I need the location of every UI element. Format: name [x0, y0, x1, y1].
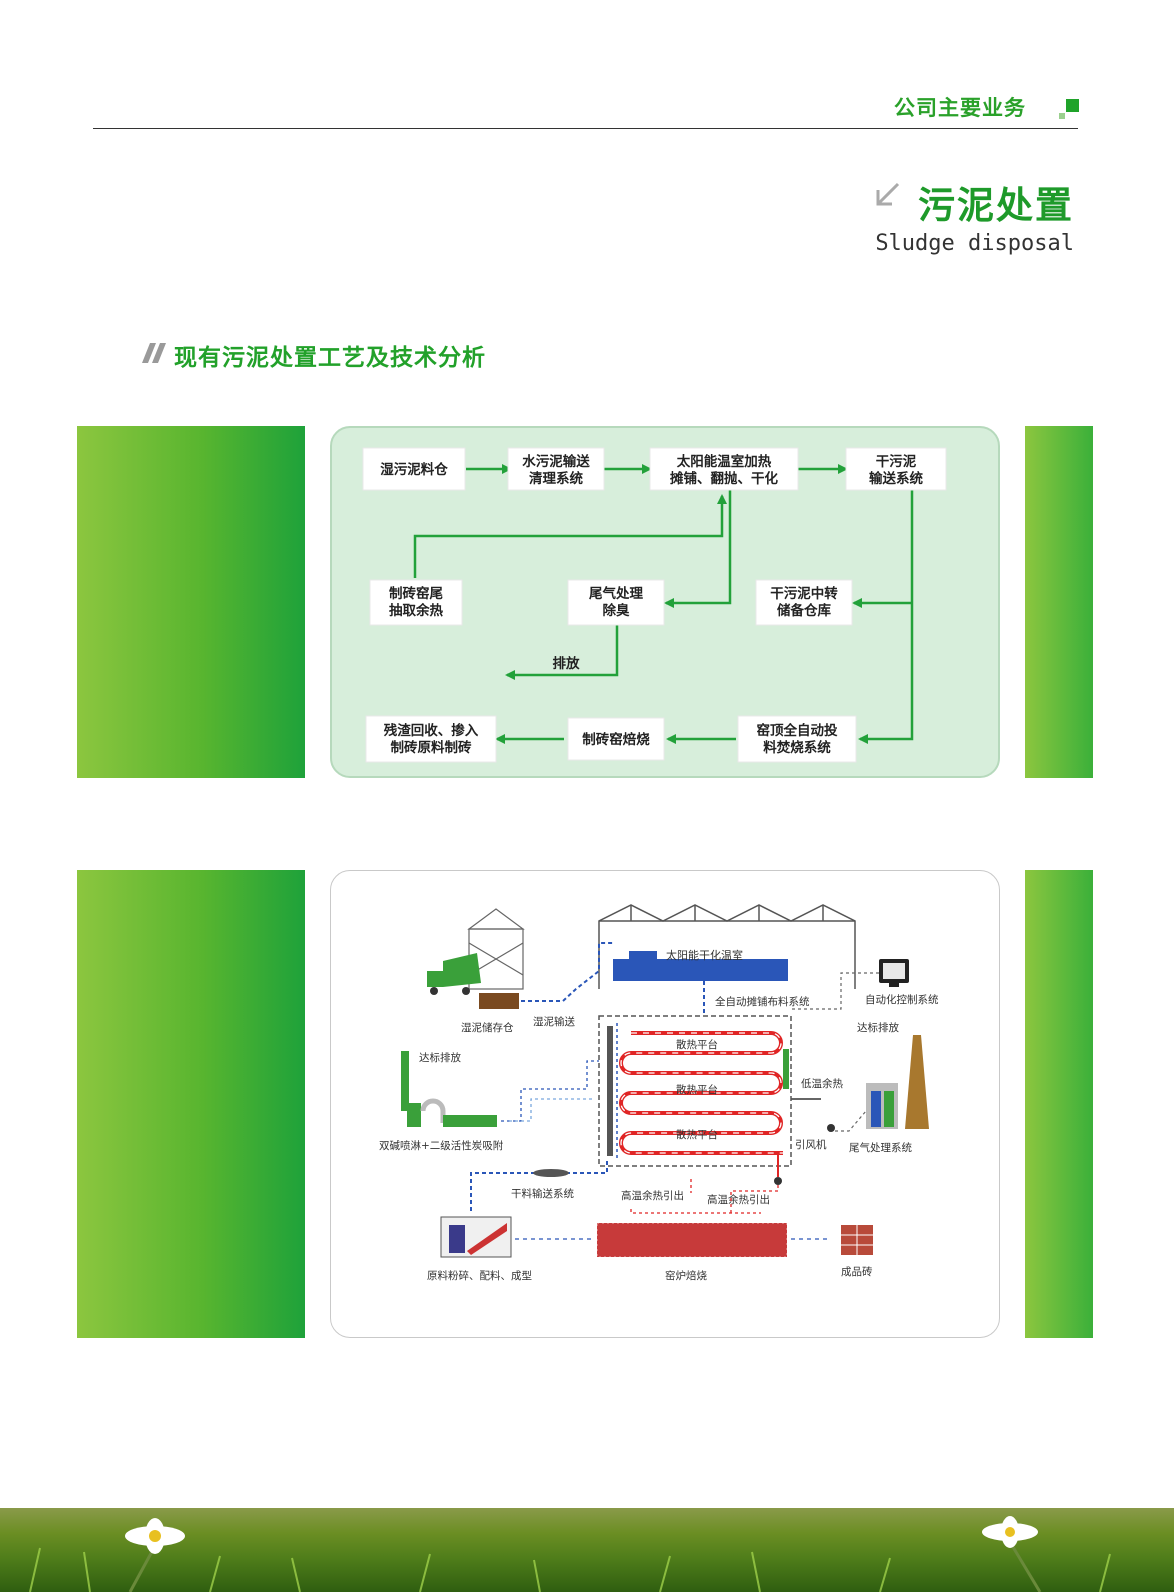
wet-sludge-pipe	[521, 942, 613, 1002]
process-flowchart-panel: 湿污泥料仓 水污泥输送 清理系统 太阳能温室加热 摊铺、翻抛、干化 干污泥 输送…	[330, 426, 1000, 778]
platform-label: 散热平台	[676, 1083, 718, 1096]
flow-node-label: 制砖窑尾	[389, 585, 443, 602]
spray-scrubber-illustration	[407, 1098, 497, 1127]
flow-node-label: 水污泥输送	[522, 453, 590, 470]
flow-node-label: 干污泥	[876, 453, 917, 470]
control-computer-icon	[879, 959, 909, 987]
process-flowchart: 湿污泥料仓 水污泥输送 清理系统 太阳能温室加热 摊铺、翻抛、干化 干污泥 输送…	[362, 447, 947, 763]
emit-standard-right-label: 达标排放	[857, 1021, 899, 1034]
low-heat-label: 低温余热	[801, 1077, 843, 1090]
tail-gas-unit-illustration	[866, 1083, 898, 1129]
spray-label: 双碱喷淋+二级活性炭吸附	[379, 1139, 504, 1152]
flow-node-label: 除臭	[603, 602, 631, 619]
chimney-illustration	[905, 1035, 929, 1129]
flow-node-dry-sludge-storage	[755, 579, 853, 626]
auto-spread-label: 全自动摊铺布料系统	[715, 995, 810, 1008]
flow-node-label: 窑顶全自动投	[757, 722, 838, 739]
left-chimney-illustration	[401, 1051, 409, 1111]
flow-node-label: 料焚烧系统	[763, 739, 831, 756]
wet-transport-label: 湿泥输送	[533, 1015, 575, 1028]
flow-node-brick-kiln	[567, 717, 665, 761]
green-side-bar-left-top	[77, 426, 305, 778]
header-divider	[93, 128, 1078, 129]
flow-node-label: 尾气处理	[589, 585, 643, 602]
greenhouse-turner	[629, 951, 657, 961]
flow-node-label: 残渣回收、掺入	[384, 722, 479, 739]
flow-node-label: 摊铺、翻抛、干化	[670, 470, 778, 487]
greenhouse-drying-bed	[613, 959, 788, 981]
daisy-flower-icon	[982, 1516, 1042, 1593]
greenhouse-label: 太阳能干化温室	[666, 948, 743, 962]
green-side-bar-left-bottom	[77, 870, 305, 1338]
flow-node-sludge-transport	[507, 447, 605, 491]
flow-node-wet-sludge-bin	[362, 447, 466, 491]
small-square-icon	[1059, 113, 1065, 119]
green-side-bar-right-top	[1025, 426, 1093, 778]
plant-schematic: 太阳能干化温室 湿泥储存仓 湿泥输送 全自动摊铺布料系统 自动化控制系统 达标排…	[379, 904, 939, 1282]
flow-node-label: 太阳能温室加热	[677, 453, 772, 470]
section-heading: 现有污泥处置工艺及技术分析	[174, 345, 486, 371]
page-subtitle: Sludge disposal	[875, 231, 1074, 256]
high-heat-label: 高温余热引出	[621, 1189, 684, 1202]
square-icon	[1066, 99, 1079, 112]
flow-node-kiln-tail-heat	[369, 579, 463, 626]
platform-label: 散热平台	[676, 1038, 718, 1051]
high-heat-label: 高温余热引出	[707, 1193, 770, 1206]
page-title: 污泥处置	[918, 183, 1074, 227]
flow-node-label: 制砖窑焙烧	[582, 731, 650, 748]
vertical-elevator	[607, 1026, 613, 1156]
flow-node-residue-recovery	[365, 715, 497, 763]
kiln-illustration	[597, 1223, 787, 1257]
fan-icon	[827, 1124, 835, 1132]
flow-node-solar-greenhouse	[649, 447, 799, 491]
flow-node-label: 清理系统	[529, 470, 583, 487]
auto-control-label: 自动化控制系统	[865, 993, 939, 1006]
flow-node-label: 储备仓库	[776, 602, 831, 619]
flow-node-label: 湿污泥料仓	[380, 461, 448, 478]
plant-schematic-panel: 太阳能干化温室 湿泥储存仓 湿泥输送 全自动摊铺布料系统 自动化控制系统 达标排…	[330, 870, 1000, 1338]
drying-enclosure	[598, 1015, 792, 1167]
platform-label: 散热平台	[676, 1128, 718, 1141]
kiln-label: 窑炉焙烧	[665, 1269, 707, 1282]
double-slash-icon	[142, 343, 166, 363]
section-header-label: 公司主要业务	[894, 96, 1026, 120]
green-side-bar-right-bottom	[1025, 870, 1093, 1338]
flow-node-label: 抽取余热	[389, 602, 443, 619]
flow-node-dry-sludge-transport	[845, 447, 947, 491]
tail-gas-label: 尾气处理系统	[849, 1141, 912, 1154]
daisy-flower-icon	[125, 1518, 185, 1593]
dump-truck-illustration	[427, 953, 481, 995]
flow-node-label: 制砖原料制砖	[391, 739, 472, 756]
product-label: 成品砖	[841, 1265, 873, 1278]
flow-node-kiln-top-feeding	[737, 715, 857, 763]
fan-icon	[774, 1177, 782, 1185]
grass-footer-image	[0, 1508, 1174, 1593]
finished-brick-illustration	[841, 1225, 873, 1255]
brick-press-illustration	[440, 1216, 512, 1258]
storage-label: 湿泥储存仓	[461, 1021, 514, 1034]
dry-transport-drum	[533, 1169, 569, 1177]
raw-material-label: 原料粉碎、配料、成型	[427, 1269, 532, 1282]
flow-emit-label: 排放	[553, 655, 581, 672]
dry-transport-label: 干料输送系统	[511, 1187, 574, 1200]
wet-sludge-pit	[479, 993, 519, 1009]
emit-standard-left-label: 达标排放	[419, 1051, 461, 1064]
flow-node-label: 输送系统	[869, 470, 923, 487]
grass-blades	[29, 1547, 1111, 1593]
flow-node-label: 干污泥中转	[770, 585, 838, 602]
arrow-down-left-icon	[876, 182, 900, 206]
flow-node-tail-gas	[567, 579, 665, 626]
fan-label: 引风机	[795, 1138, 827, 1151]
dry-transport-pipe	[470, 1161, 608, 1211]
